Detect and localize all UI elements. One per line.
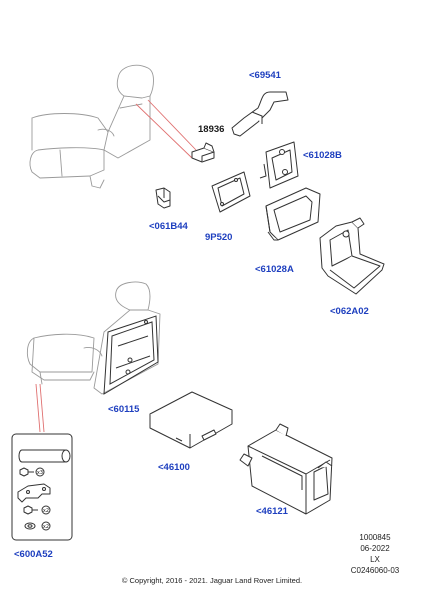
part-label-061B44[interactable]: <061B44 xyxy=(149,221,188,232)
part-label-46100[interactable]: <46100 xyxy=(158,462,190,473)
frame-9P520 xyxy=(211,171,251,213)
kit-qty-washer: x2 xyxy=(43,524,49,530)
kit-qty-screw: x2 xyxy=(43,508,49,514)
part-label-062A02[interactable]: <062A02 xyxy=(330,306,369,317)
part-label-46121[interactable]: <46121 xyxy=(256,506,288,517)
diagram-number: 1000845 xyxy=(359,533,391,542)
part-label-600A52[interactable]: <600A52 xyxy=(14,549,53,560)
handle-69541 xyxy=(231,91,289,137)
part-label-69541[interactable]: <69541 xyxy=(249,70,281,81)
seat-top-illustration xyxy=(29,64,154,189)
part-label-60115[interactable]: <60115 xyxy=(108,404,140,415)
clip-061B44 xyxy=(155,187,171,209)
kit-box-600A52 xyxy=(11,433,73,541)
part-label-18936[interactable]: 18936 xyxy=(198,124,225,135)
part-label-61028A[interactable]: <61028A xyxy=(255,264,294,275)
copyright-notice: © Copyright, 2016 - 2021. Jaguar Land Ro… xyxy=(121,576,303,585)
seat-bottom-illustration xyxy=(26,281,161,395)
part-label-61028B[interactable]: <61028B xyxy=(303,150,342,161)
cover-61028A xyxy=(265,187,321,241)
part-label-9P520[interactable]: 9P520 xyxy=(205,232,233,243)
diagram-metadata: 1000845 06-2022 LX C0246060-03 xyxy=(338,532,412,576)
diagram-code: LX xyxy=(370,555,380,564)
case-46100 xyxy=(149,391,233,449)
bracket-61028B xyxy=(259,141,299,189)
diagram-date: 06-2022 xyxy=(360,544,390,553)
leader-lines xyxy=(35,99,197,433)
storage-box-46121 xyxy=(239,423,333,515)
kit-qty-bolt: x3 xyxy=(37,470,43,476)
diagram-ref: C0246060-03 xyxy=(350,566,400,575)
kit-quantities: x3 x2 x2 xyxy=(37,470,49,530)
tray-062A02 xyxy=(319,217,385,295)
seat-back-panel xyxy=(103,315,159,395)
switch-18936 xyxy=(191,142,215,163)
